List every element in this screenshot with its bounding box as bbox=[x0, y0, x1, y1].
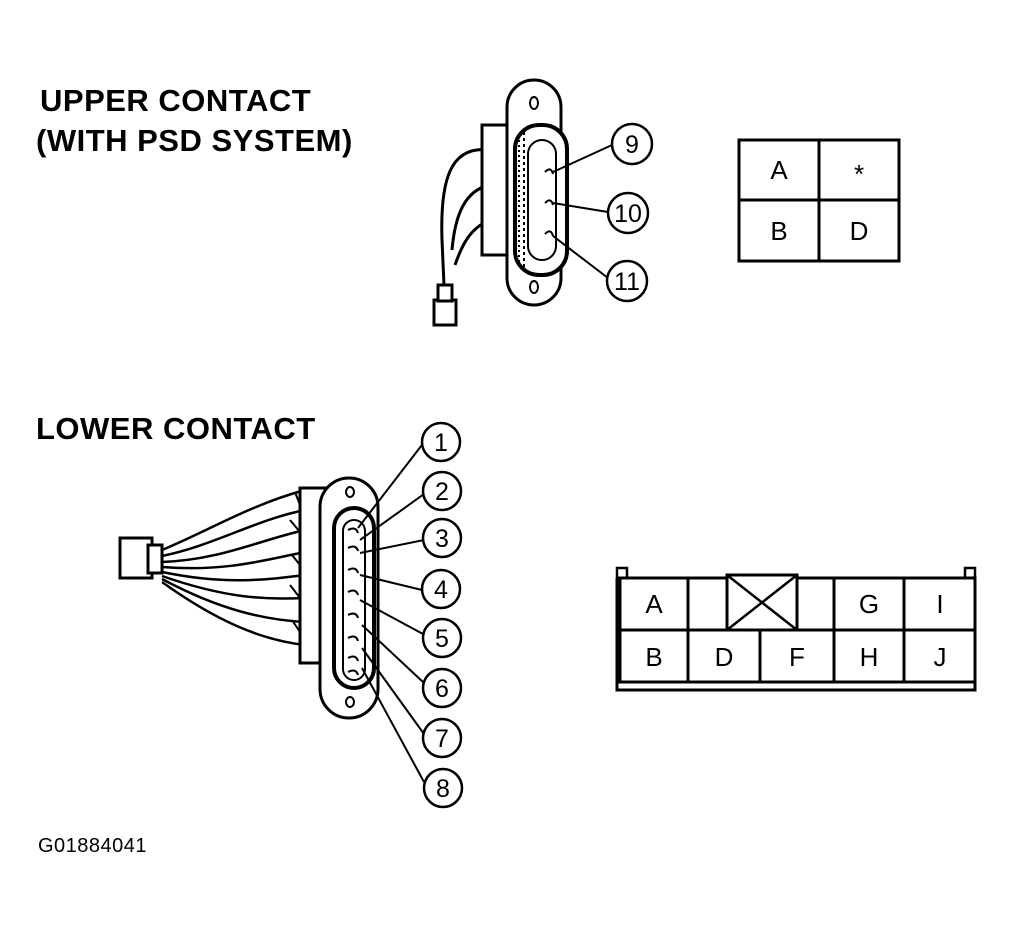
lower-switch-drawing bbox=[118, 421, 464, 809]
lower-contact-title: LOWER CONTACT bbox=[36, 411, 316, 446]
upper-contact-title: UPPER CONTACT bbox=[40, 83, 312, 118]
callout-5: 5 bbox=[435, 625, 449, 653]
callout-9: 9 bbox=[625, 131, 639, 159]
callout-7: 7 bbox=[435, 725, 449, 753]
lower-cell-g: G bbox=[859, 589, 879, 619]
lower-cell-i: I bbox=[936, 589, 943, 619]
callout-11: 11 bbox=[614, 268, 640, 296]
upper-cell-star: * bbox=[854, 159, 864, 189]
upper-cell-a: A bbox=[770, 155, 788, 185]
upper-cell-d: D bbox=[850, 216, 869, 246]
figure-code: G01884041 bbox=[38, 835, 148, 857]
upper-switch-drawing bbox=[432, 78, 654, 327]
upper-contact-subtitle: (WITH PSD SYSTEM) bbox=[36, 123, 353, 158]
callout-6: 6 bbox=[435, 675, 449, 703]
callout-2: 2 bbox=[435, 478, 449, 506]
upper-connector-grid bbox=[737, 138, 901, 263]
callout-1: 1 bbox=[434, 429, 448, 457]
lower-cell-j: J bbox=[934, 642, 947, 672]
callout-4: 4 bbox=[434, 576, 448, 604]
lower-cell-h: H bbox=[860, 642, 879, 672]
lower-cell-d: D bbox=[715, 642, 734, 672]
callout-10: 10 bbox=[614, 200, 642, 228]
upper-cell-b: B bbox=[770, 216, 787, 246]
callout-3: 3 bbox=[435, 525, 449, 553]
lower-cell-a: A bbox=[645, 589, 663, 619]
lower-connector-grid bbox=[615, 566, 977, 692]
lower-cell-f: F bbox=[789, 642, 805, 672]
callout-8: 8 bbox=[436, 775, 450, 803]
lower-cell-b: B bbox=[645, 642, 662, 672]
